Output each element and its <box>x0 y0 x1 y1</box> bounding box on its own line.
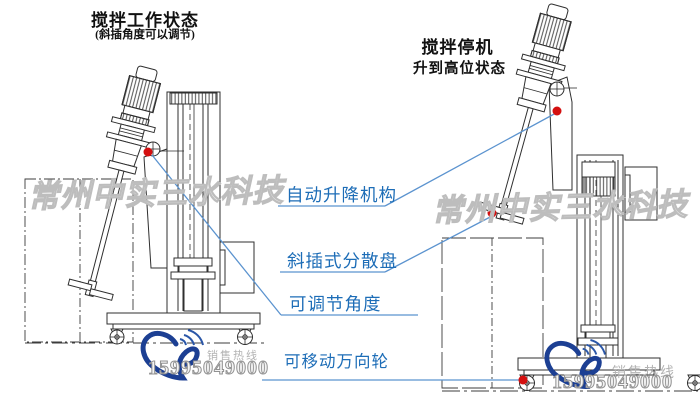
signal-waves-icon <box>179 329 204 346</box>
callout-label-auto-lift-mechanism: 自动升降机构 <box>286 185 397 205</box>
callout-target-markers <box>143 106 562 385</box>
hotline-label-right: 销售热线 <box>612 366 676 381</box>
marker-dot-dispersing-disc <box>487 208 497 218</box>
right-view-title-line1: 搅拌停机 <box>421 38 494 57</box>
left-view-subtitle: (斜插角度可以调节) <box>95 29 195 41</box>
dispersing-disc <box>478 201 525 225</box>
left-mixer-assembly <box>67 65 162 301</box>
left-caster-wheels <box>109 328 253 345</box>
marker-dot-caster <box>518 375 528 385</box>
hotline-phone-right: 15995049000 <box>552 371 673 394</box>
callout-leader-lines <box>151 112 557 381</box>
marker-dot-angle-pivot <box>143 147 153 157</box>
right-machine-drawing <box>441 3 700 392</box>
heart-logo-left <box>140 329 204 381</box>
callout-label-movable-caster: 可移动万向轮 <box>284 353 389 371</box>
right-tank-outline <box>441 237 698 392</box>
mixer-shaft <box>87 169 125 290</box>
marker-dot-lift-mechanism <box>552 106 562 116</box>
left-base-frame <box>106 312 261 330</box>
leader-disc <box>384 214 495 273</box>
heart-swoosh-icon <box>544 340 602 389</box>
signal-waves-icon <box>582 339 606 355</box>
right-pivot-bolt <box>549 81 577 97</box>
right-lifting-column <box>576 154 624 359</box>
hotline-phone-left: 15995049000 <box>148 357 269 380</box>
hotline-label-left: 销售热线 <box>207 350 259 362</box>
right-control-box <box>624 166 658 221</box>
right-mixer-assembly <box>478 3 572 225</box>
dispersing-disc <box>67 278 114 301</box>
left-machine-drawing <box>24 65 268 345</box>
heart-swoosh-icon <box>140 331 200 381</box>
left-carriage-plate <box>143 148 168 269</box>
left-view-title: 搅拌工作状态 <box>91 11 199 30</box>
leader-angle <box>151 154 282 316</box>
right-view-title-line2: 升到高位状态 <box>413 61 506 77</box>
leader-auto-lift <box>384 112 557 207</box>
heart-logo-right <box>544 339 606 389</box>
right-carriage-plate <box>548 76 573 191</box>
callout-label-adjustable-angle: 可调节角度 <box>289 294 382 314</box>
callout-label-oblique-dispersing-disc: 斜插式分散盘 <box>287 251 398 271</box>
mixer-shaft <box>498 106 534 214</box>
left-control-box <box>219 241 255 294</box>
left-lifting-column <box>166 91 221 314</box>
